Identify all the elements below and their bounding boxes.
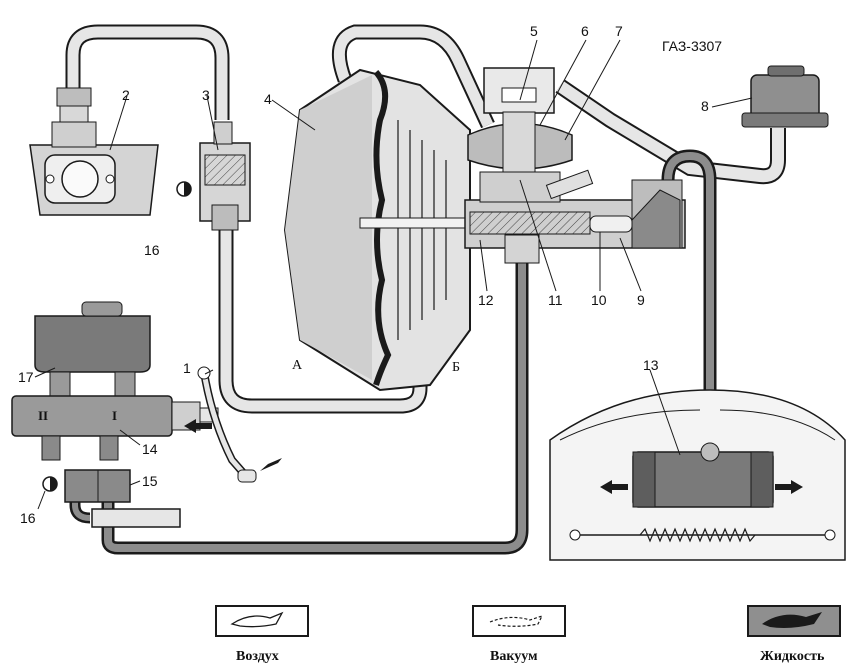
part-label-11: 11	[548, 292, 563, 308]
check-valve	[199, 121, 251, 231]
part-label-16-upper: 16	[144, 242, 160, 258]
fluid-line-outlet	[69, 475, 181, 528]
part-label-8: 8	[701, 98, 709, 114]
vacuum-line-booster-top	[331, 24, 495, 129]
flow-arrows	[184, 419, 803, 494]
bleed-symbol-lower	[42, 476, 58, 492]
air-filter	[741, 65, 829, 128]
part-label-17: 17	[18, 369, 34, 385]
part-label-9: 9	[637, 292, 645, 308]
chamber-label-a: А	[292, 358, 303, 373]
legend-label-vacuum: Вакуум	[490, 649, 538, 664]
legend-item-vacuum: Вакуум	[472, 605, 566, 664]
part-label-4: 4	[264, 91, 272, 107]
legend-item-liquid: Жидкость	[747, 605, 841, 664]
legend-label-liquid: Жидкость	[760, 649, 825, 664]
part-label-5: 5	[530, 23, 538, 39]
model-title: ГАЗ-3307	[662, 38, 722, 54]
legend-label-air: Воздух	[236, 649, 279, 664]
part-label-14: 14	[142, 441, 158, 457]
part-label-2: 2	[122, 87, 130, 103]
wheel-brake	[549, 389, 846, 561]
brake-pedal	[197, 366, 257, 483]
legend-item-air: Воздух	[215, 605, 309, 664]
part-label-16-lower: 16	[20, 510, 36, 526]
part-label-3: 3	[202, 87, 210, 103]
vacuum-line-intake	[65, 24, 428, 414]
part-label-6: 6	[581, 23, 589, 39]
fluid-line-main	[101, 258, 529, 555]
master-cylinder	[11, 395, 219, 461]
circuit-label-1: I	[112, 408, 117, 423]
part-number-labels: 1 2 3 4 5 6 7 8 9 10 11 12 13 14 15 16 1…	[18, 23, 709, 526]
intake-manifold-flange	[29, 87, 159, 216]
circuit-label-2: II	[38, 408, 48, 423]
control-valve	[467, 67, 594, 203]
fluid-line-wheel	[661, 149, 717, 445]
hydraulic-unit	[464, 179, 686, 264]
callout-leaders	[34, 39, 753, 510]
pressure-switch	[64, 469, 131, 503]
brake-fluid-reservoir	[34, 301, 151, 401]
part-label-12: 12	[478, 292, 494, 308]
part-label-1: 1	[183, 360, 191, 376]
part-label-13: 13	[643, 357, 659, 373]
part-label-15: 15	[142, 473, 158, 489]
legend: Воздух Вакуум Жидкость	[215, 605, 841, 664]
part-label-10: 10	[591, 292, 607, 308]
vacuum-booster	[283, 68, 511, 392]
part-label-7: 7	[615, 23, 623, 39]
bleed-symbol-upper	[176, 181, 192, 197]
chamber-label-b: Б	[452, 360, 460, 375]
